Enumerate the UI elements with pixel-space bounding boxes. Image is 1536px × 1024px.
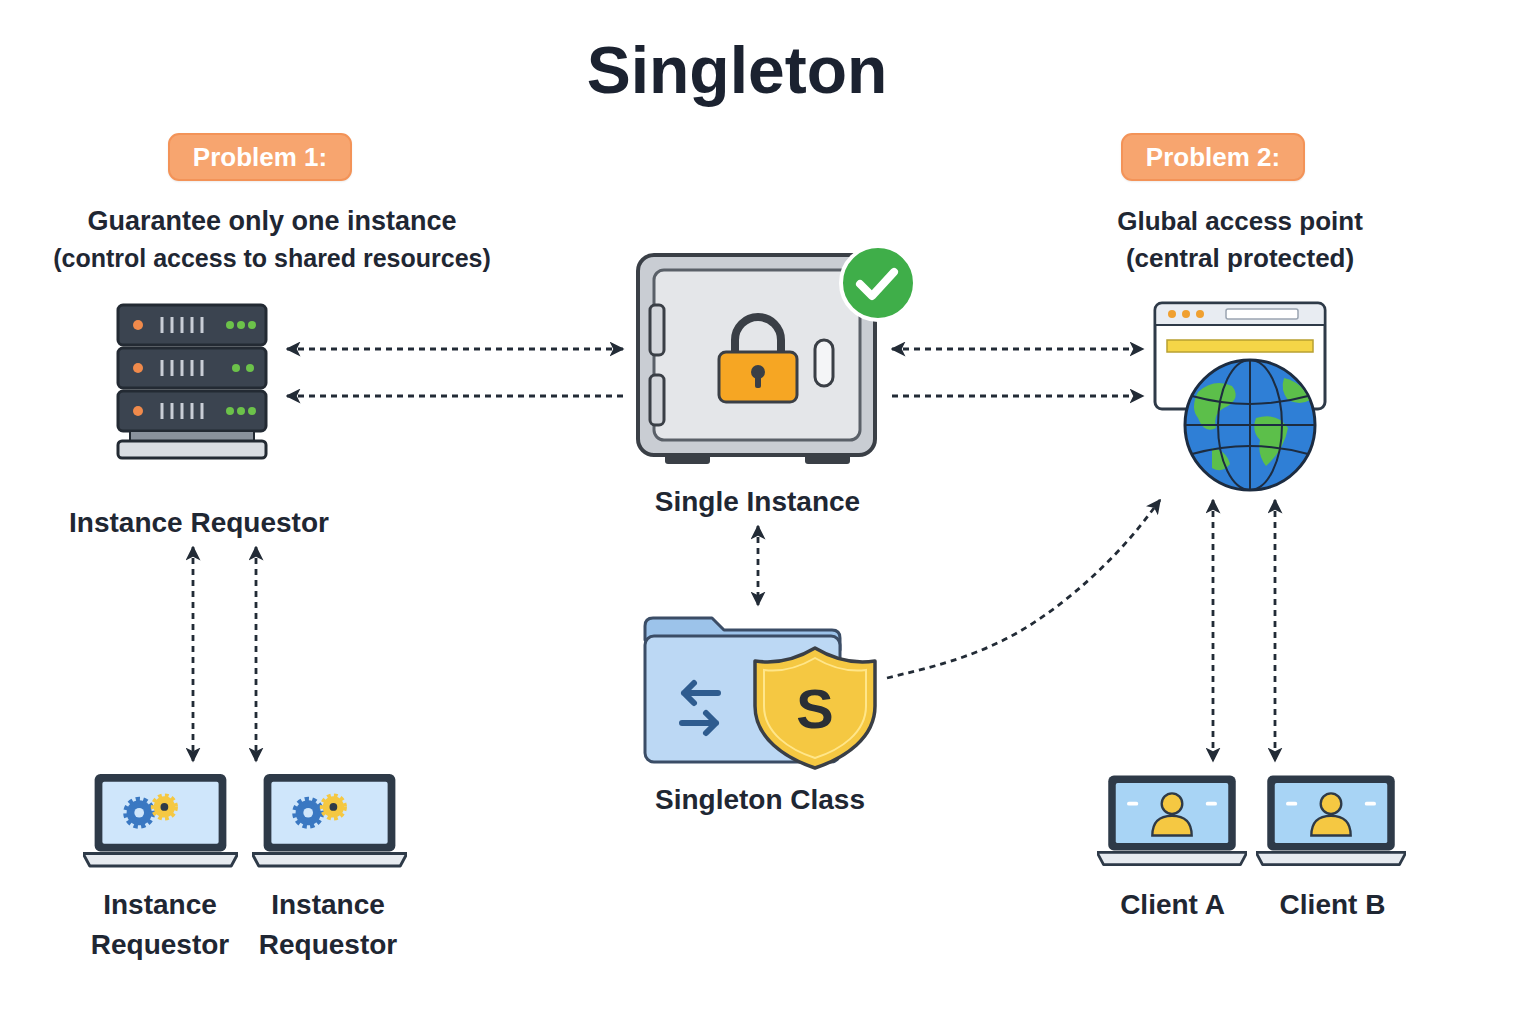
dashed-connector (1212, 500, 1215, 761)
diagram-title: Singleton (587, 32, 888, 108)
problem-heading: Guarantee only one instance (87, 206, 456, 237)
browser-bar-line (1155, 324, 1325, 326)
swap-arrow (682, 713, 716, 733)
laptop-icon (83, 774, 238, 866)
node-label: Singleton Class (655, 783, 865, 817)
dashed-connector (1274, 500, 1277, 761)
server-unit (118, 305, 266, 345)
node-label: Glubal access point (1117, 203, 1363, 240)
shield-rim (764, 658, 866, 758)
keyhole (755, 372, 761, 388)
dashed-connector (287, 395, 623, 398)
laptop-node: Instance Requestor (80, 768, 240, 965)
node-label: Instance Requestor (80, 885, 240, 965)
singleton-class-node: Singleton Class (640, 612, 880, 817)
node-label: Client A (1120, 888, 1225, 922)
laptop-icon (252, 774, 407, 866)
server-unit (118, 348, 266, 388)
browser-globe-icon (1155, 303, 1325, 490)
problem-note: (control access to shared resources) (53, 244, 491, 273)
address-bar (1226, 309, 1298, 319)
browser-bar (1157, 305, 1324, 326)
safe-handle (815, 340, 833, 386)
laptop-icon (1256, 776, 1406, 865)
node-label: Instance Requestor (69, 506, 329, 540)
badge-text: Problem 1: (193, 142, 327, 172)
content-bar (1167, 340, 1313, 352)
safe-icon (638, 246, 915, 464)
swap-arrow (684, 683, 718, 703)
window-dot (1168, 310, 1176, 318)
shield (755, 648, 875, 768)
server-icon (118, 305, 266, 458)
server-node: Instance Requestor (118, 300, 280, 540)
global-access-node: Glubal access point(central protected) (1150, 203, 1330, 493)
client-node: Client A (1095, 768, 1250, 922)
dashed-connector (255, 547, 258, 761)
globe-grid (1185, 360, 1315, 490)
safe-hinge (650, 305, 664, 355)
dashed-connector (887, 500, 1160, 678)
server-status (226, 321, 256, 415)
dashed-connector (892, 348, 1143, 351)
dashed-connector (192, 547, 195, 761)
check-badge (841, 246, 915, 320)
check-mark (860, 272, 894, 296)
safe-hinge (650, 375, 664, 425)
lock-body (719, 352, 797, 402)
dashed-connector (892, 395, 1143, 398)
server-vents (162, 317, 202, 419)
class-folder-icon (645, 618, 875, 768)
lock-shackle (735, 317, 781, 356)
globe (1185, 360, 1315, 490)
node-label: Instance Requestor (248, 885, 408, 965)
safe-node: Single Instance (630, 250, 885, 519)
laptop-node: Instance Requestor (248, 768, 408, 965)
client-node: Client B (1255, 768, 1410, 922)
dashed-connector (757, 526, 760, 605)
badge-text: Problem 2: (1146, 142, 1280, 172)
server-unit (118, 391, 266, 431)
server-base (118, 441, 266, 458)
node-label: Single Instance (655, 485, 860, 519)
server-led (133, 320, 143, 416)
window-dot (1196, 310, 1204, 318)
node-label: Client B (1280, 888, 1386, 922)
problem-badge: Problem 2: (1121, 133, 1305, 181)
dashed-connector (287, 348, 623, 351)
problem-badge: Problem 1: (168, 133, 352, 181)
window-dot (1182, 310, 1190, 318)
laptop-icon (1097, 776, 1247, 865)
node-label: (central protected) (1126, 240, 1354, 277)
safe-door (654, 270, 860, 440)
shield-letter: S (796, 676, 833, 741)
